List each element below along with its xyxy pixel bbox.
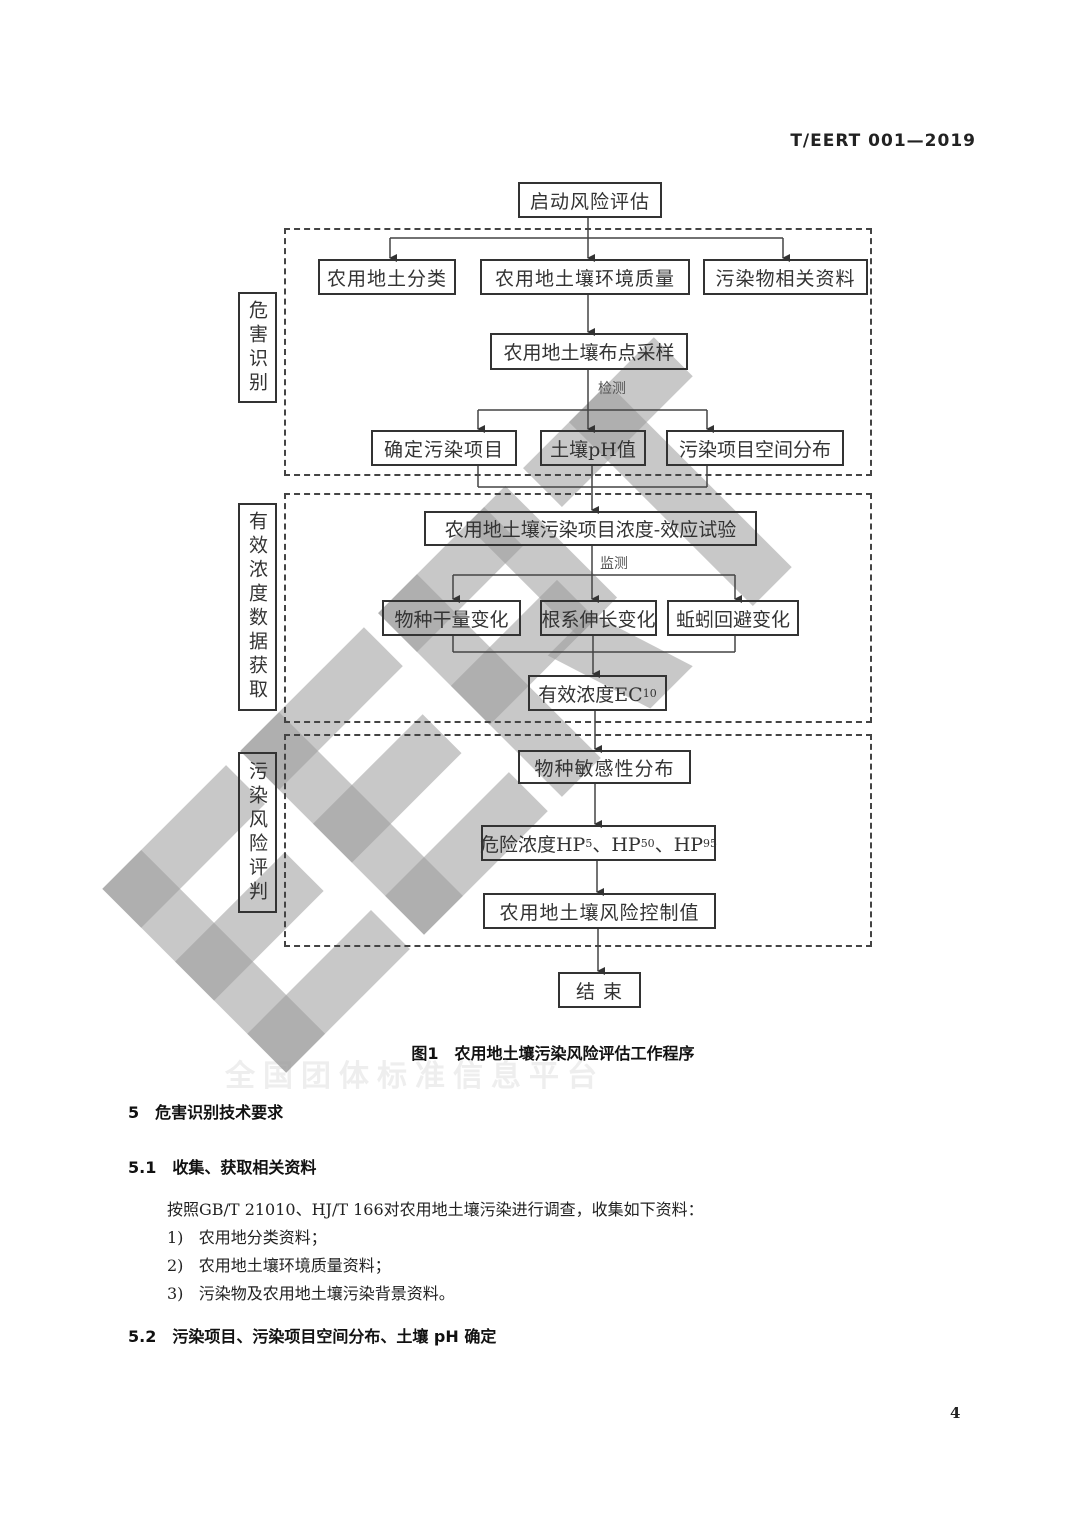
node-land-class: 农用地土分类 bbox=[318, 259, 456, 295]
node-start: 启动风险评估 bbox=[518, 182, 662, 218]
section-label-concentration: 有效浓度数据获取 bbox=[238, 503, 277, 711]
list-number: 2) bbox=[167, 1256, 184, 1275]
node-dry-weight: 物种干量变化 bbox=[382, 600, 521, 636]
node-soil-ph: 土壤pH值 bbox=[540, 430, 646, 466]
node-end: 结 束 bbox=[558, 972, 641, 1008]
section-5-2-heading: 5.2 污染项目、污染项目空间分布、土壤 pH 确定 bbox=[128, 1327, 497, 1346]
node-risk-control-value: 农用地土壤风险控制值 bbox=[483, 893, 716, 929]
section-label-risk: 污染风险评判 bbox=[238, 752, 277, 913]
page-number: 4 bbox=[950, 1404, 961, 1422]
section-concentration-region bbox=[284, 493, 872, 723]
hp50-sub: 50 bbox=[640, 836, 655, 850]
ec-sub: 10 bbox=[642, 686, 657, 700]
list-item: 3) 污染物及农用地土壤污染背景资料。 bbox=[167, 1280, 455, 1304]
node-ssd: 物种敏感性分布 bbox=[518, 750, 691, 784]
section-hazard-region bbox=[284, 228, 872, 476]
list-text: 农用地土壤环境质量资料； bbox=[198, 1256, 391, 1275]
node-pollutant-items: 确定污染项目 bbox=[371, 430, 517, 466]
label-monitor: 监测 bbox=[600, 556, 628, 572]
section-5-1-intro: 按照GB/T 21010、HJ/T 166对农用地土壤污染进行调查，收集如下资料… bbox=[167, 1200, 704, 1219]
node-spatial-distribution: 污染项目空间分布 bbox=[666, 430, 844, 466]
list-text: 污染物及农用地土壤污染背景资料。 bbox=[198, 1284, 455, 1303]
list-item: 2) 农用地土壤环境质量资料； bbox=[167, 1252, 391, 1276]
hp-sep2: 、HP bbox=[654, 833, 704, 856]
node-earthworm-avoidance: 蚯蚓回避变化 bbox=[667, 600, 799, 636]
section-5-heading: 5 危害识别技术要求 bbox=[128, 1103, 284, 1122]
hp-sep1: 、HP bbox=[592, 833, 641, 856]
list-number: 3) bbox=[167, 1284, 184, 1303]
section-risk-region bbox=[284, 734, 872, 947]
node-soil-quality: 农用地土壤环境质量 bbox=[480, 259, 690, 295]
node-sampling: 农用地土壤布点采样 bbox=[490, 333, 688, 370]
section-5-1-heading: 5.1 收集、获取相关资料 bbox=[128, 1158, 317, 1177]
hp95-sub: 95 bbox=[703, 836, 718, 850]
node-dose-response-test: 农用地土壤污染项目浓度-效应试验 bbox=[424, 511, 757, 546]
node-root-elongation: 根系伸长变化 bbox=[540, 600, 657, 636]
label-detect: 检测 bbox=[598, 381, 626, 397]
hp5-sub: 5 bbox=[585, 836, 593, 850]
list-item: 1) 农用地分类资料； bbox=[167, 1224, 327, 1248]
list-number: 1) bbox=[167, 1228, 184, 1247]
list-text: 农用地分类资料； bbox=[198, 1228, 327, 1247]
figure-caption: 图1 农用地土壤污染风险评估工作程序 bbox=[411, 1044, 695, 1063]
node-pollutant-info: 污染物相关资料 bbox=[703, 259, 868, 295]
ec-text: 有效浓度EC bbox=[538, 683, 643, 706]
hp-text: 危险浓度HP bbox=[479, 833, 586, 856]
document-id: T/EERT 001—2019 bbox=[790, 131, 976, 151]
section-label-hazard: 危害识别 bbox=[238, 292, 277, 403]
